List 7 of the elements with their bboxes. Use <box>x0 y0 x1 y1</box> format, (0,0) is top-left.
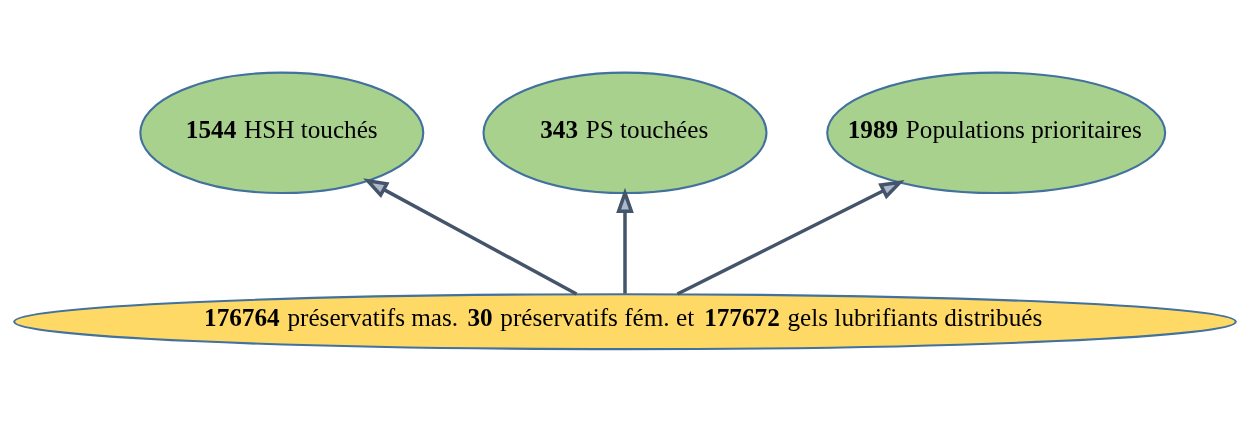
arrow <box>616 187 634 294</box>
node-ellipse: 1544 HSH touchés <box>139 71 425 194</box>
node-ellipse: 1989 Populations prioritaires <box>826 71 1167 194</box>
arrow <box>676 179 905 296</box>
node-ellipse: 343 PS touchées <box>482 71 768 194</box>
arrow <box>363 177 578 296</box>
node-ellipse: 176764 préservatifs mas. 30 préservatifs fém. et 177672 gels lubrifiants distribués <box>13 292 1237 350</box>
